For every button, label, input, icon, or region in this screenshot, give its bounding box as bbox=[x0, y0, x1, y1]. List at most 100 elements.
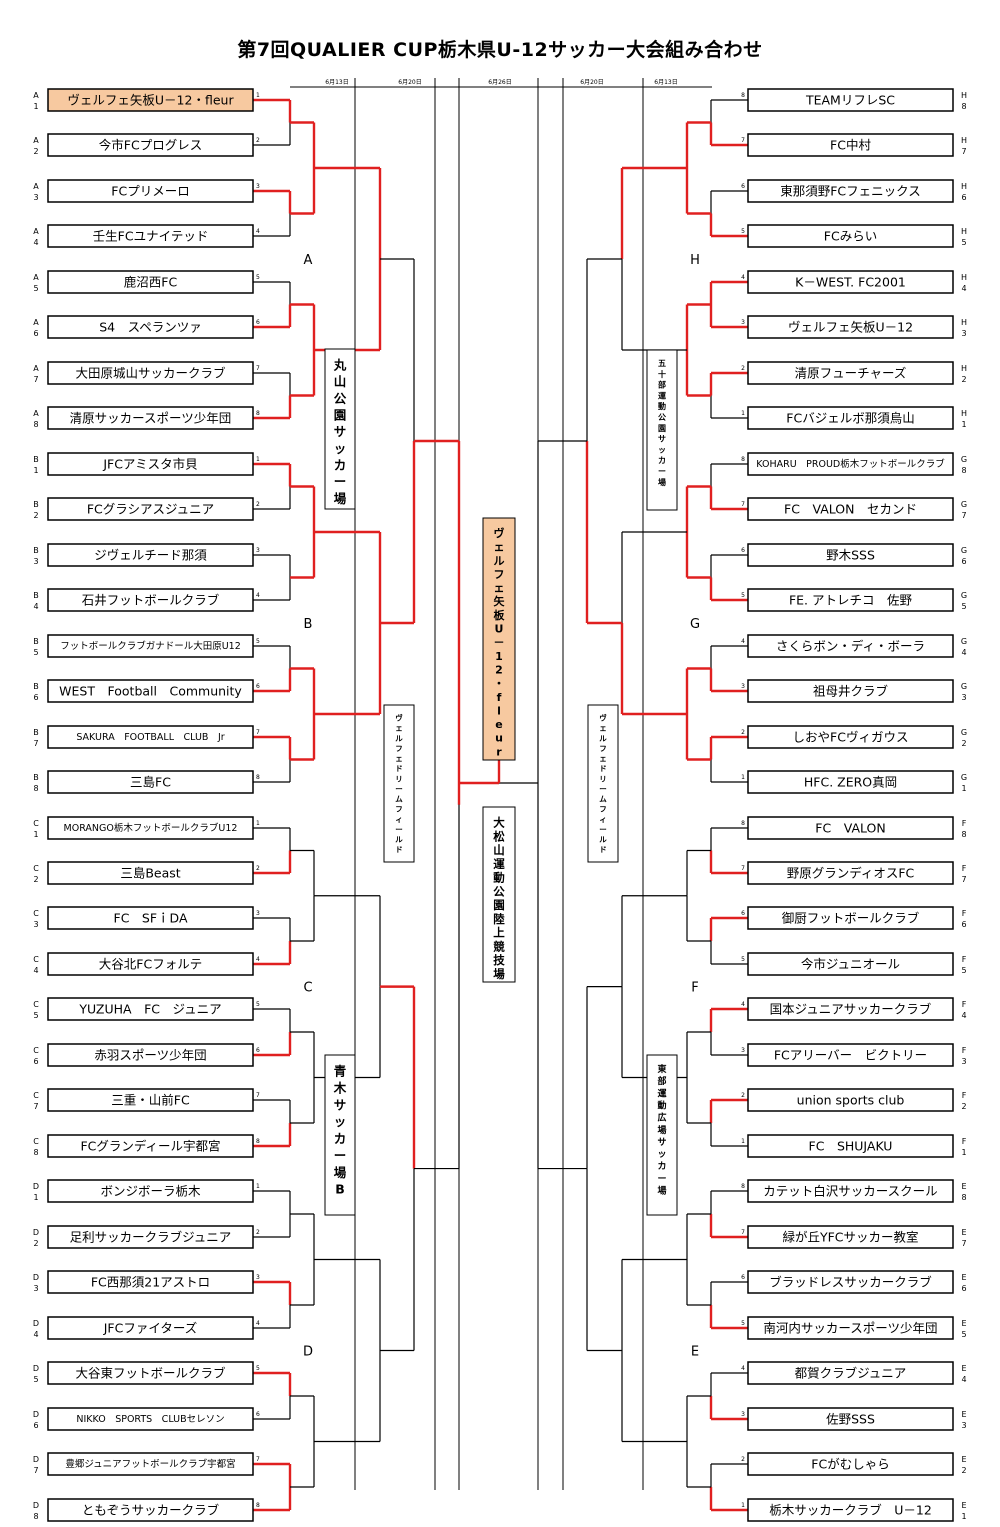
team-box[interactable] bbox=[47, 1452, 254, 1476]
team-box[interactable] bbox=[47, 497, 254, 521]
team-box[interactable] bbox=[47, 133, 254, 157]
team-box[interactable] bbox=[747, 1043, 954, 1067]
team-box[interactable] bbox=[47, 679, 254, 703]
team-box[interactable] bbox=[47, 1134, 254, 1158]
team-box[interactable] bbox=[747, 816, 954, 840]
team-box[interactable] bbox=[47, 315, 254, 339]
team-box[interactable] bbox=[747, 1225, 954, 1249]
team-box[interactable] bbox=[747, 224, 954, 248]
team-box[interactable] bbox=[747, 133, 954, 157]
team-box[interactable] bbox=[47, 1225, 254, 1249]
team-box[interactable] bbox=[747, 1270, 954, 1294]
team-box[interactable] bbox=[47, 1361, 254, 1385]
team-box[interactable] bbox=[47, 997, 254, 1021]
team-box[interactable] bbox=[747, 906, 954, 930]
team-box[interactable] bbox=[747, 497, 954, 521]
team-box[interactable] bbox=[747, 361, 954, 385]
team-box[interactable] bbox=[47, 1043, 254, 1067]
team-box[interactable] bbox=[47, 452, 254, 476]
team-box[interactable] bbox=[747, 1498, 954, 1522]
team-box[interactable] bbox=[47, 270, 254, 294]
team-box[interactable] bbox=[47, 952, 254, 976]
team-box[interactable] bbox=[47, 179, 254, 203]
team-box[interactable] bbox=[747, 679, 954, 703]
team-box[interactable] bbox=[47, 861, 254, 885]
team-box[interactable] bbox=[47, 1088, 254, 1112]
team-box[interactable] bbox=[747, 1316, 954, 1340]
team-box[interactable] bbox=[747, 88, 954, 112]
team-box[interactable] bbox=[47, 406, 254, 430]
team-box[interactable] bbox=[747, 1407, 954, 1431]
team-box[interactable] bbox=[747, 179, 954, 203]
team-box[interactable] bbox=[747, 588, 954, 612]
team-box[interactable] bbox=[47, 88, 254, 112]
team-box[interactable] bbox=[747, 997, 954, 1021]
team-box[interactable] bbox=[747, 1452, 954, 1476]
team-box[interactable] bbox=[47, 725, 254, 749]
team-box[interactable] bbox=[47, 1270, 254, 1294]
team-box[interactable] bbox=[747, 406, 954, 430]
team-box[interactable] bbox=[747, 1361, 954, 1385]
team-box[interactable] bbox=[47, 1179, 254, 1203]
team-box[interactable] bbox=[47, 588, 254, 612]
team-box[interactable] bbox=[747, 770, 954, 794]
team-box[interactable] bbox=[47, 1407, 254, 1431]
team-box[interactable] bbox=[47, 770, 254, 794]
team-box[interactable] bbox=[747, 952, 954, 976]
team-box[interactable] bbox=[47, 543, 254, 567]
